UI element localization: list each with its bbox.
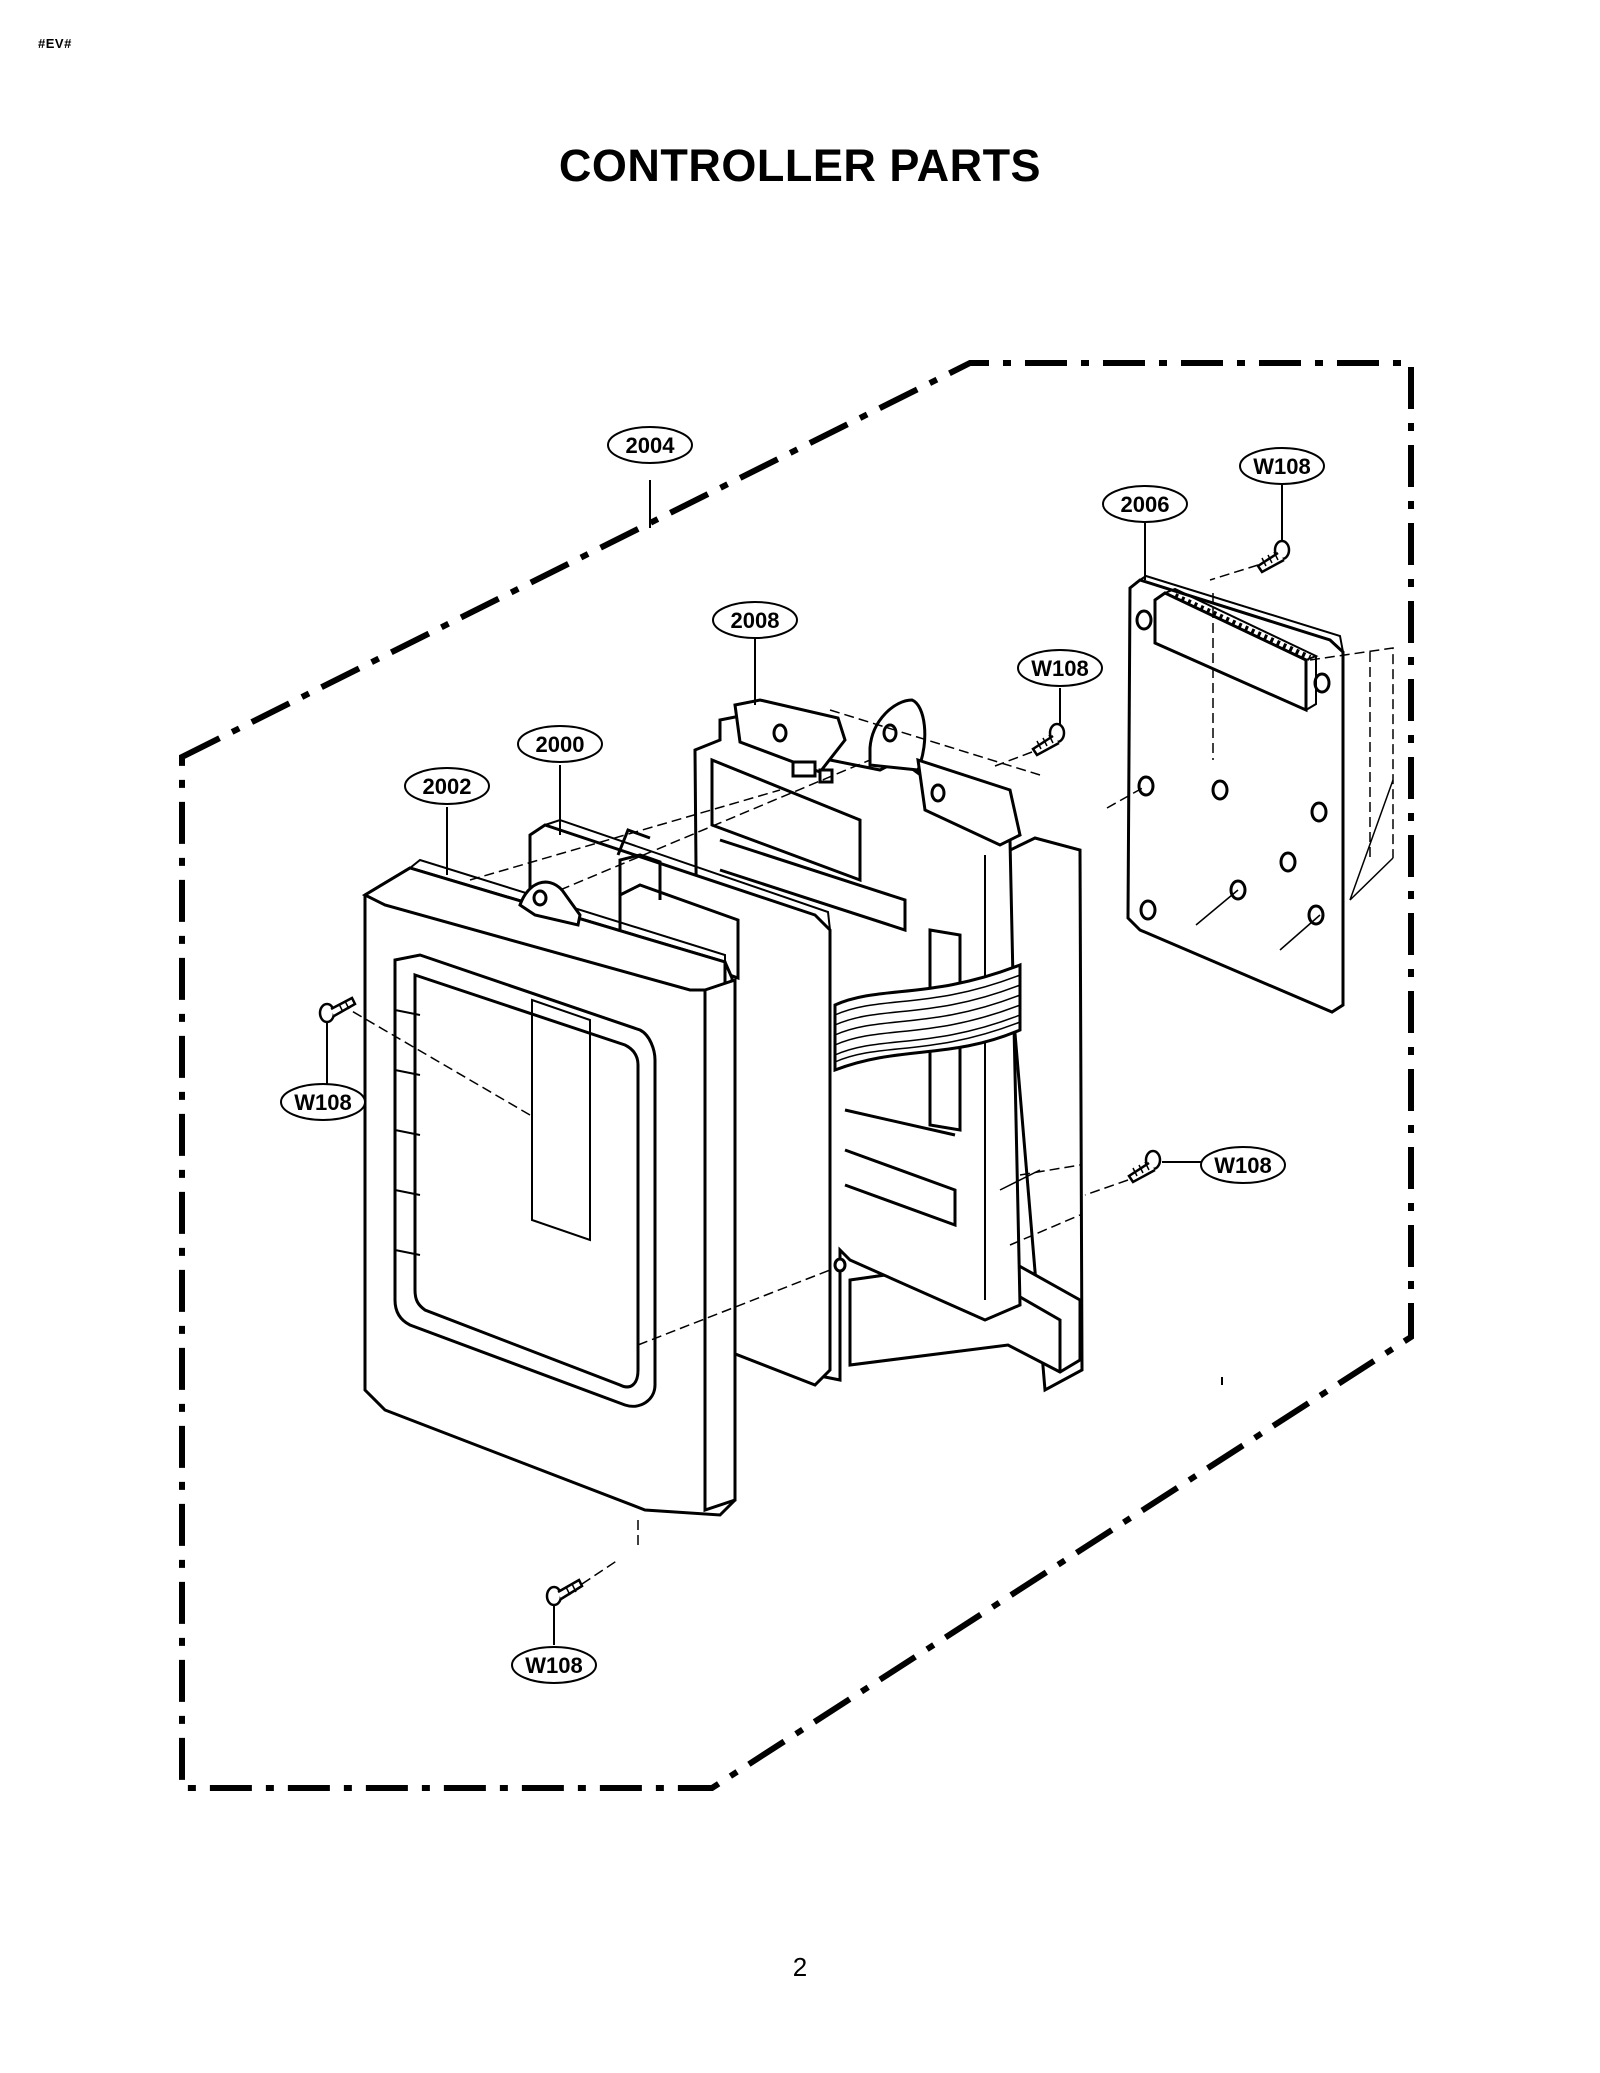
screw-bottom <box>545 1578 584 1607</box>
callout-label-w108-right: W108 <box>1214 1153 1271 1178</box>
front-frame-2002 <box>349 759 871 1545</box>
callout-w108-mid: W108 <box>1017 649 1103 687</box>
callout-w108-bottom: W108 <box>511 1646 597 1684</box>
callout-2004: 2004 <box>607 426 693 464</box>
callout-label-w108-mid: W108 <box>1031 656 1088 681</box>
pcb-board-2006 <box>1106 564 1394 1014</box>
callout-2006: 2006 <box>1102 485 1188 523</box>
callout-label-2006: 2006 <box>1121 492 1170 517</box>
callout-label-w108-left: W108 <box>294 1090 351 1115</box>
screw-top-right <box>1256 539 1291 574</box>
assembly-boundary <box>179 360 1414 1791</box>
screw-mid <box>1031 722 1066 757</box>
callout-w108-right: W108 <box>1200 1146 1286 1184</box>
screw-left <box>318 996 357 1024</box>
page-title: CONTROLLER PARTS <box>558 140 1042 191</box>
callout-2002: 2002 <box>404 767 490 805</box>
callout-w108-top-right: W108 <box>1239 447 1325 485</box>
callout-label-w108-top-right: W108 <box>1253 454 1310 479</box>
document-code-tag: #EV# <box>38 36 72 51</box>
callout-2008: 2008 <box>712 601 798 639</box>
callout-label-2002: 2002 <box>423 774 472 799</box>
page-number: 2 <box>792 1952 808 1982</box>
callout-label-2004: 2004 <box>626 433 676 458</box>
screw-right <box>1127 1149 1162 1184</box>
callout-label-2000: 2000 <box>536 732 585 757</box>
callout-label-w108-bottom: W108 <box>525 1653 582 1678</box>
callout-label-2008: 2008 <box>731 608 780 633</box>
callout-w108-left: W108 <box>280 1083 366 1121</box>
callout-2000: 2000 <box>517 725 603 763</box>
